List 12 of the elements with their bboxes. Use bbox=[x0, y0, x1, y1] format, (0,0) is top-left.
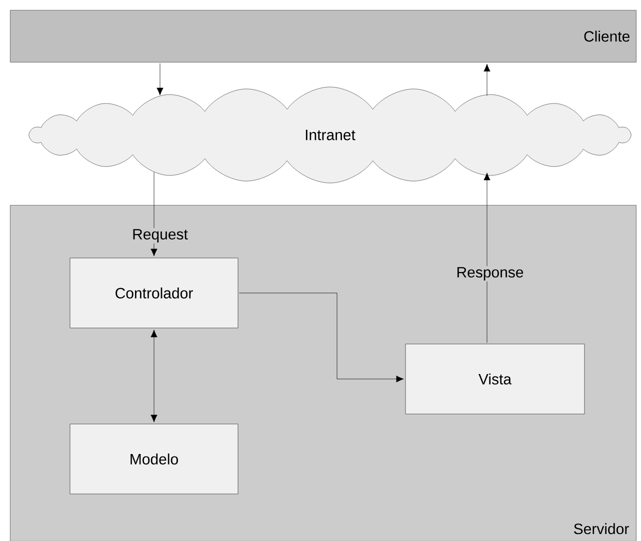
arrow bbox=[156, 63, 164, 96]
component-box: Modelo bbox=[70, 424, 238, 494]
arrow bbox=[150, 330, 158, 422]
edge-label: Response bbox=[455, 266, 525, 282]
arrow bbox=[150, 172, 158, 256]
edge-label: Request bbox=[131, 228, 189, 244]
component-box: Controlador bbox=[70, 258, 238, 328]
arrow bbox=[484, 172, 490, 343]
arrow bbox=[239, 292, 404, 382]
client-band: Cliente bbox=[10, 10, 636, 62]
arrow bbox=[484, 64, 490, 96]
component-box: Vista bbox=[405, 344, 585, 414]
